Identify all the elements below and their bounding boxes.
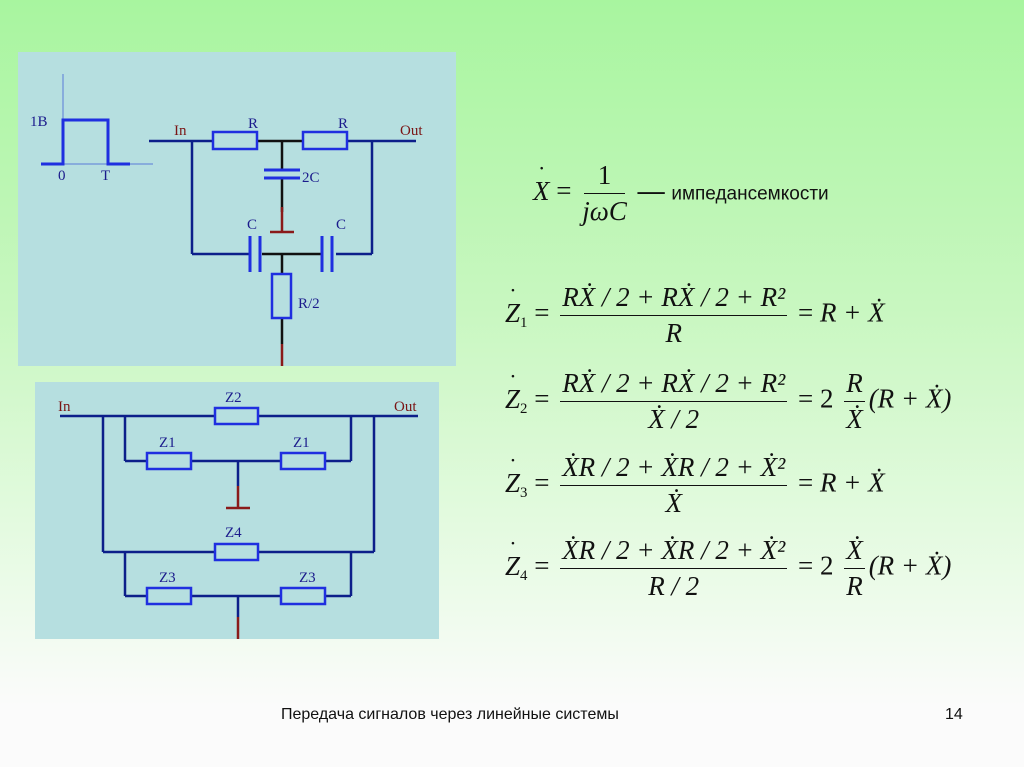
eq-z2-denominator: Ẋ / 2 (648, 404, 700, 434)
r1-label: R (248, 116, 258, 132)
eq-z2-coef: 2 (819, 383, 834, 414)
c-left-label: C (247, 217, 257, 233)
resistor-r-half (270, 272, 293, 320)
resistor-r1 (211, 130, 259, 151)
eq-z2-rhs-denominator: Ẋ (846, 404, 863, 434)
eq-z3-numerator: ẊR / 2 + ẊR / 2 + Ẋ² (560, 452, 788, 486)
eq-z1-result: R + Ẋ (819, 297, 885, 328)
circuit-panel-bottom: In Out Z2 Z1 Z1 Z4 Z3 Z3 (35, 382, 439, 639)
eq-z4-coef: 2 (819, 550, 834, 581)
pulse-graph: 1B 0 T (30, 74, 153, 184)
pulse-waveform (41, 118, 130, 166)
c-mid-label: 2C (302, 170, 320, 186)
circuit-panel-top: 1B 0 T (18, 52, 456, 366)
ground-symbols (270, 207, 294, 366)
eq-z2-numerator: RẊ / 2 + RẊ / 2 + R² (560, 368, 788, 402)
eq-z1-fraction: RẊ / 2 + RẊ / 2 + R² R (560, 282, 788, 349)
r2-label: R (338, 116, 348, 132)
z2-label: Z2 (225, 390, 242, 406)
capacitor-c-right (320, 236, 334, 272)
eq-x-symbol: X (533, 176, 550, 207)
equation-z2: Z2 = RẊ / 2 + RẊ / 2 + R² Ẋ / 2 = 2 R Ẋ … (505, 368, 951, 435)
eq-z1-symbol: Z (505, 298, 520, 329)
in-label: In (174, 123, 187, 139)
eq-z3-fraction: ẊR / 2 + ẊR / 2 + Ẋ² Ẋ (560, 452, 788, 519)
impedance-z3-right (279, 586, 327, 606)
z4-label: Z4 (225, 525, 242, 541)
eq-z3-index: 3 (520, 484, 528, 501)
eq-z2-rhs-tail: (R + Ẋ) (868, 383, 952, 414)
impedance-z2 (213, 406, 260, 426)
equation-z3: Z3 = ẊR / 2 + ẊR / 2 + Ẋ² Ẋ = R + Ẋ (505, 452, 885, 519)
r-half-label: R/2 (298, 296, 320, 312)
ground-symbols-bottom (226, 486, 250, 639)
pulse-t0-label: 0 (58, 168, 66, 184)
eq-x-fraction: 1 jωC (582, 160, 627, 227)
eq-z4-rhs-denominator: R (846, 571, 863, 601)
eq-z4-rhs-tail: (R + Ẋ) (868, 550, 952, 581)
z3-left-label: Z3 (159, 570, 176, 586)
eq-z4-denominator: R / 2 (648, 571, 700, 601)
eq-x-den-j: j (582, 196, 590, 226)
eq-z2-fraction: RẊ / 2 + RẊ / 2 + R² Ẋ / 2 (560, 368, 788, 435)
pulse-amplitude-label: 1B (30, 114, 48, 130)
resistor-r2 (301, 130, 349, 151)
eq-z4-symbol: Z (505, 551, 520, 582)
capacitor-c-left (248, 236, 262, 272)
eq-x-den-omega: ω (589, 196, 609, 226)
eq-z3-result: R + Ẋ (819, 467, 885, 498)
impedance-z1-right (279, 451, 327, 471)
pulse-t1-label: T (101, 168, 110, 184)
equation-x-definition: X = 1 jωC — импедансемкости (533, 160, 829, 227)
eq-x-caption: импедансемкости (671, 183, 829, 205)
eq-z3-symbol: Z (505, 468, 520, 499)
twin-t-circuit-diagram: 1B 0 T (30, 74, 423, 366)
eq-x-numerator: 1 (583, 160, 626, 194)
footer-title: Передача сигналов через линейные системы (281, 706, 619, 723)
out-label: Out (400, 123, 423, 139)
z3-right-label: Z3 (299, 570, 316, 586)
eq-z4-rhs-numerator: Ẋ (844, 535, 865, 569)
circuit-bottom-wires (60, 414, 418, 617)
c-right-label: C (336, 217, 346, 233)
impedances (145, 406, 327, 606)
z1-right-label: Z1 (293, 435, 310, 451)
impedance-z4 (213, 542, 260, 562)
impedance-z3-left (145, 586, 193, 606)
eq-z4-rhs-fraction: Ẋ R (844, 535, 865, 602)
out-label-bottom: Out (394, 399, 417, 415)
page-number: 14 (945, 706, 963, 723)
eq-z1-numerator: RẊ / 2 + RẊ / 2 + R² (560, 282, 788, 316)
eq-z2-rhs-fraction: R Ẋ (844, 368, 865, 435)
eq-z3-denominator: Ẋ (665, 488, 682, 518)
equation-z4: Z4 = ẊR / 2 + ẊR / 2 + Ẋ² R / 2 = 2 Ẋ R … (505, 535, 951, 602)
eq-z2-index: 2 (520, 400, 528, 417)
capacitor-2c (264, 168, 300, 180)
circuit-top-wires (149, 139, 416, 344)
eq-z2-symbol: Z (505, 384, 520, 415)
in-label-bottom: In (58, 399, 71, 415)
eq-z4-index: 4 (520, 567, 528, 584)
eq-z4-fraction: ẊR / 2 + ẊR / 2 + Ẋ² R / 2 (560, 535, 788, 602)
impedance-z1-left (145, 451, 193, 471)
eq-z4-numerator: ẊR / 2 + ẊR / 2 + Ẋ² (560, 535, 788, 569)
eq-x-den-c: C (608, 196, 627, 226)
equation-z1: Z1 = RẊ / 2 + RẊ / 2 + R² R = R + Ẋ (505, 282, 885, 349)
eq-z1-index: 1 (520, 314, 528, 331)
eq-z2-rhs-numerator: R (844, 368, 865, 402)
z1-left-label: Z1 (159, 435, 176, 451)
impedance-network-diagram: In Out Z2 Z1 Z1 Z4 Z3 Z3 (58, 390, 418, 639)
eq-x-dash: — (637, 175, 665, 206)
eq-z1-denominator: R (665, 318, 682, 348)
